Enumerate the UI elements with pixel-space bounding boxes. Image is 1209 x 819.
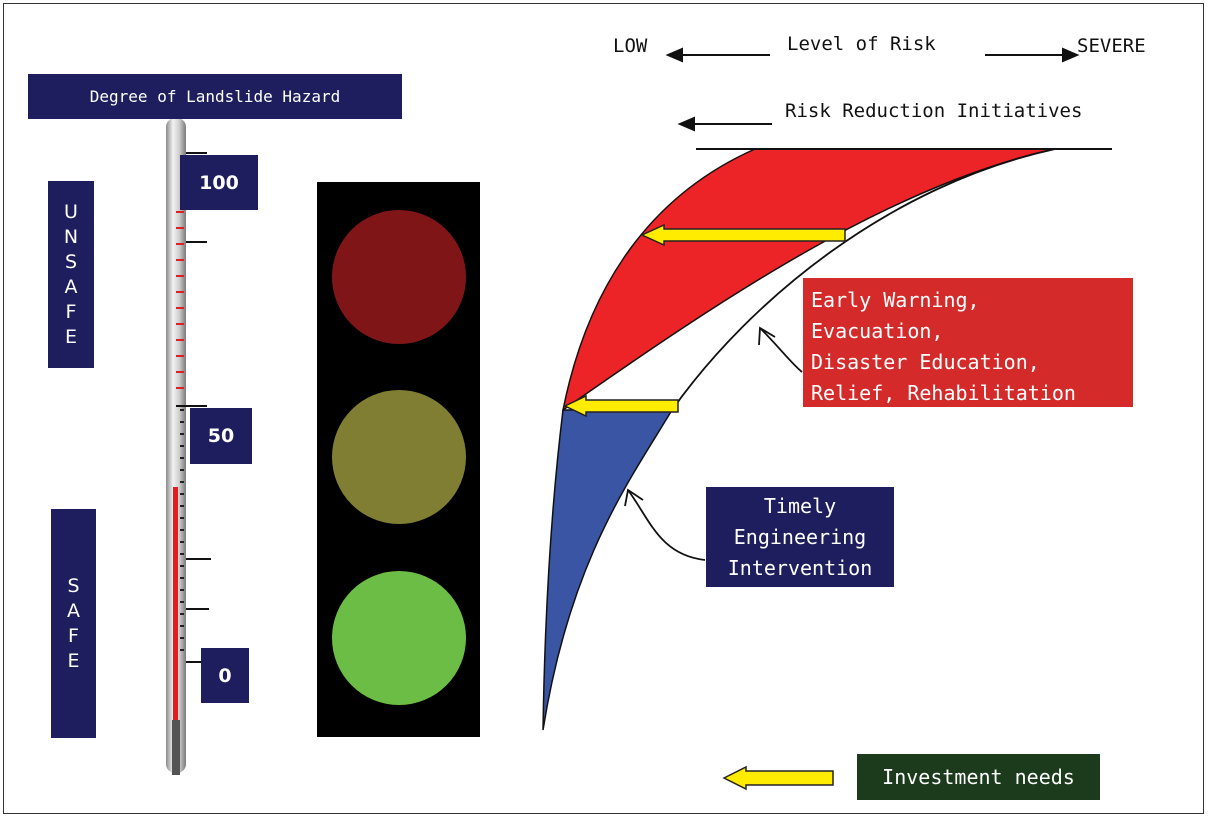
unsafe-letter: F [65,300,77,323]
upper-region-callout: Early Warning, Evacuation, Disaster Educ… [803,278,1133,407]
safe-label: S A F E [51,509,96,738]
callout-line: Timely [763,494,837,518]
risk-low-label: LOW [613,35,648,57]
traffic-light-amber [332,390,466,524]
level-of-risk-arrows [665,47,1080,63]
thermometer-black-ticks [180,409,184,651]
unsafe-label: U N S A F E [48,181,94,368]
unsafe-letter: E [64,325,77,348]
callout-line: Evacuation, [811,319,944,343]
traffic-light-green [332,571,466,705]
level-of-risk-label: Level of Risk [787,33,936,55]
scale-mark-50: 50 [190,408,252,464]
unsafe-letter: A [64,275,78,298]
investment-legend-label: Investment needs [857,754,1100,800]
unsafe-letter: N [63,225,79,248]
scale-mark-0: 0 [201,648,249,703]
thermometer-major-ticks [176,152,211,663]
region-lower-blue [542,409,674,731]
traffic-light-red [332,210,466,344]
thermometer-bulb-stem [172,720,180,775]
investment-arrow-lower [563,394,679,418]
risk-reduction-label: Risk Reduction Initiatives [785,100,1083,122]
region-upper-red [561,148,1056,412]
scale-mark-100: 100 [180,155,258,210]
thermometer-red-ticks [176,211,184,389]
callout-line: Relief, Rehabilitation [811,381,1076,405]
lower-region-callout: Timely Engineering Intervention [706,487,894,587]
safe-letter: A [67,599,80,622]
safe-letter: S [67,574,80,597]
unsafe-letter: S [64,250,78,273]
safe-letter: F [68,624,79,647]
hazard-scale-title: Degree of Landslide Hazard [28,74,402,119]
thermometer-mercury [173,487,178,720]
investment-arrow-legend [722,765,834,791]
safe-letter: E [67,649,80,672]
callout-pointer-blue [624,488,706,561]
callout-line: Early Warning, [811,288,980,312]
region-outer-boundary [671,148,1056,411]
investment-arrow-upper [640,223,846,247]
callout-line: Intervention [727,556,873,580]
callout-line: Disaster Education, [811,350,1040,374]
callout-line: Engineering [733,525,867,549]
risk-reduction-arrow [677,116,772,132]
risk-severe-label: SEVERE [1077,35,1146,57]
unsafe-letter: U [64,200,78,223]
callout-pointer-red [758,326,803,373]
thermometer-tube [166,118,186,773]
